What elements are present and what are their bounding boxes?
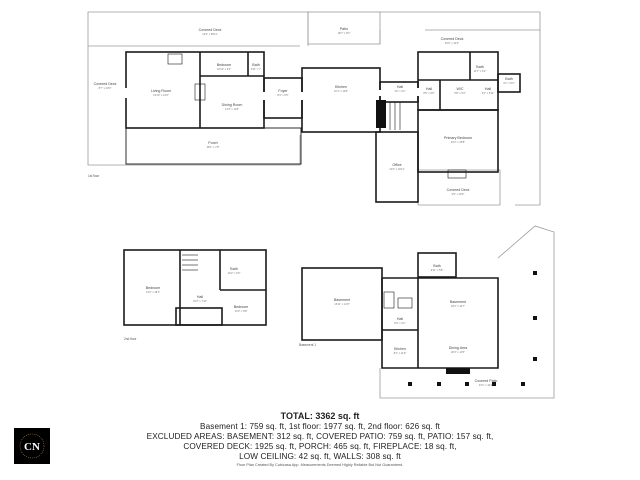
room-dims: 8'7" x 20'0" [99, 86, 112, 90]
room-label: Basement [334, 298, 350, 302]
room-dims: 20'2" x 14'7" [451, 304, 465, 308]
room-label: Dining Area [449, 346, 468, 350]
room-dims: 3'2" x 9'11" [482, 91, 495, 95]
room-dims: 14'3" x 18'1" [146, 290, 160, 294]
basement-labels: Basement 16'11" x 12'6" Bath 9'11" x 5'8… [299, 264, 497, 387]
room-dims: 8'1" x 11'9" [394, 351, 407, 355]
room-label: Basement [450, 300, 466, 304]
room-dims: 9'11" x 5'8" [431, 268, 444, 272]
floor-areas: Basement 1: 759 sq. ft, 1st floor: 1977 … [200, 422, 440, 431]
room-label: Patio [340, 27, 348, 31]
room-dims: 20'2" x 15'8" [451, 140, 465, 144]
room-dims: 23'2" x 7'11" [193, 299, 207, 303]
second-floor-plan [123, 249, 267, 326]
room-label: Hall [426, 87, 432, 91]
room-dims: 12'3" x 58'11" [202, 32, 218, 36]
room-label: Primary Bedroom [444, 136, 472, 140]
first-floor-labels: Covered Deck 12'3" x 58'11" Patio 18'7" … [88, 27, 515, 196]
room-dims: 48'1" x 7'8" [207, 145, 220, 149]
room-label: Covered Deck [199, 28, 222, 32]
room-dims: 10'10" x 9'2" [217, 67, 231, 71]
second-floor-labels: Bedroom 14'3" x 18'1" Bath 10'2" x 6'9" … [124, 267, 248, 341]
brand-logo: CN [14, 428, 50, 464]
room-label: Bedroom [234, 305, 249, 309]
room-label: Bath [252, 63, 259, 67]
room-dims: 43'1" x 44'2" [479, 383, 493, 387]
room-label: Bedroom [146, 286, 161, 290]
floor-plan: Covered Deck 12'3" x 58'11" Patio 18'7" … [87, 11, 555, 399]
room-label: Office [392, 163, 401, 167]
room-dims: 18'7" x 8'4" [338, 31, 351, 35]
room-dims: 14'4" x 11'8" [225, 107, 239, 111]
room-dims: 16'1" x 11'8" [334, 89, 348, 93]
total-area: TOTAL: 3362 sq. ft [280, 411, 360, 421]
room-label: Hall [197, 295, 203, 299]
room-label: Living Room [151, 89, 171, 93]
room-label: Bedroom [217, 63, 232, 67]
room-label: Kitchen [394, 347, 406, 351]
excluded-areas-2: COVERED DECK: 1925 sq. ft, PORCH: 465 sq… [183, 442, 457, 451]
room-label: Bath [505, 77, 512, 81]
room-label: Foyer [278, 89, 288, 93]
excluded-areas-1: EXCLUDED AREAS: BASEMENT: 312 sq. ft, CO… [146, 432, 494, 441]
room-label: WIC [457, 87, 464, 91]
room-label: Covered Deck [94, 82, 117, 86]
room-label: Bath [476, 65, 483, 69]
room-label: Bath [230, 267, 237, 271]
floor-label-first: 1st floor [88, 174, 100, 178]
floor-label-basement: Basement 1 [299, 343, 316, 347]
room-dims: 6'9" x 18'0" [452, 192, 465, 196]
room-dims: 14'3" x 9'8" [235, 309, 248, 313]
room-label: Hall [485, 87, 491, 91]
basement-plan [301, 225, 555, 399]
room-dims: 19'10" x 14'6" [153, 93, 169, 97]
room-label: Covered Deck [447, 188, 470, 192]
room-label: Hall [397, 317, 403, 321]
room-label: Dining Room [222, 103, 243, 107]
first-floor-plan [87, 11, 541, 206]
room-label: Hall [397, 85, 403, 89]
room-label: Bath [433, 264, 440, 268]
logo-text: CN [24, 441, 40, 453]
room-dims: 10'2" x 10'11" [389, 167, 405, 171]
room-dims: 10'2" x 6'9" [228, 271, 241, 275]
floor-label-second: 2nd floor [124, 337, 137, 341]
room-dims: 8'5" x 5'0" [423, 91, 434, 95]
room-dims: 20'2" x 11'5" [451, 350, 465, 354]
room-dims: 8'4" x 4'1" [394, 321, 405, 325]
room-label: Kitchen [335, 85, 347, 89]
room-dims: 5'8" x 6'3" [454, 91, 465, 95]
room-label: Porch [208, 141, 217, 145]
room-dims: 40'0" x 10'4" [445, 41, 459, 45]
room-dims: 4'0" x 4'1" [394, 89, 405, 93]
excluded-areas-3: LOW CEILING: 42 sq. ft, WALLS: 308 sq. f… [239, 452, 401, 461]
room-dims: 11'7" x 6'2" [474, 69, 487, 73]
room-dims: 6'1" x 8'4" [503, 81, 514, 85]
room-label: Covered Patio [475, 379, 498, 383]
room-dims: 8'4" x 6'5" [277, 93, 288, 97]
disclaimer: Floor Plan Created By Cubicasa App. Meas… [236, 463, 404, 467]
room-dims: 16'11" x 12'6" [334, 302, 350, 306]
room-dims: 6'11" x 7' [251, 67, 262, 71]
room-label: Covered Deck [441, 37, 464, 41]
